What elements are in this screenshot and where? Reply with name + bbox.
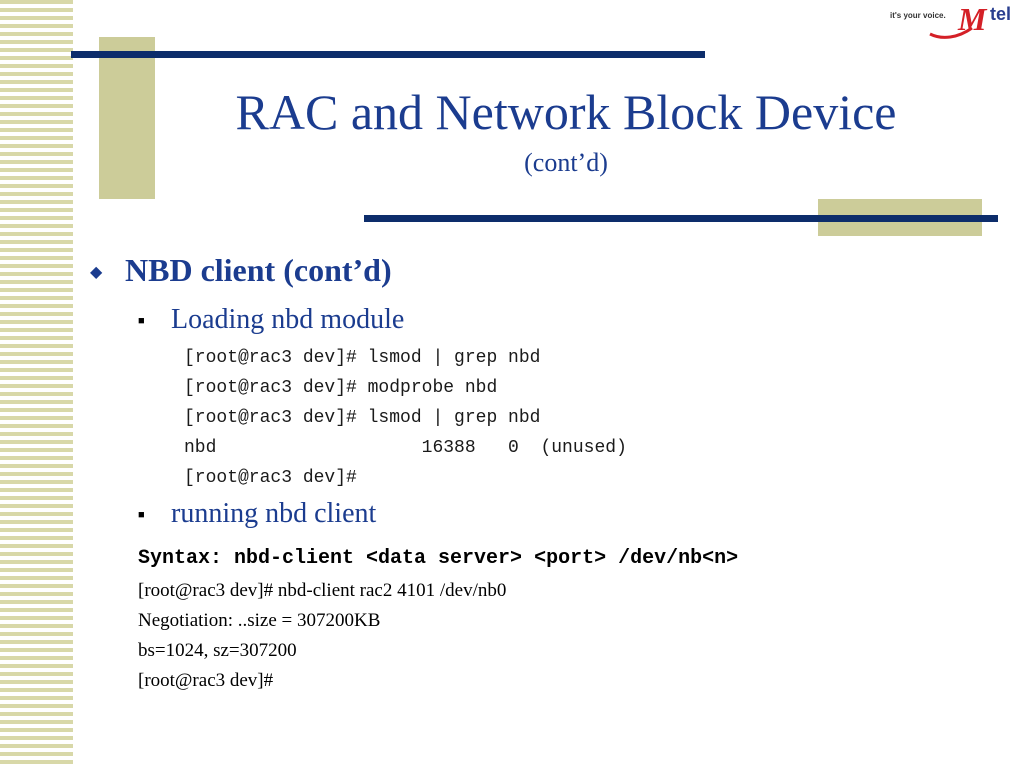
mtel-swoosh-icon: M (929, 1, 988, 39)
syntax-line: Syntax: nbd-client <data server> <port> … (138, 547, 739, 570)
decorative-line-top (71, 51, 705, 58)
logo-brand: tel (990, 4, 1012, 24)
logo-tagline: it's your voice. (890, 11, 946, 20)
code-line: [root@rac3 dev]# lsmod | grep nbd (184, 348, 541, 368)
diamond-bullet-icon: ◆ (90, 264, 103, 281)
bullet-label: running nbd client (171, 498, 377, 529)
bullet-label: Loading nbd module (171, 304, 405, 335)
bullet-nbd-client: ◆ NBD client (cont’d) (90, 252, 392, 289)
code-line: [root@rac3 dev]# (184, 468, 357, 488)
slide-title: RAC and Network Block Device (235, 84, 897, 140)
decorative-block-top (99, 37, 155, 199)
output-line: [root@rac3 dev]# nbd-client rac2 4101 /d… (138, 580, 507, 601)
output-line: bs=1024, sz=307200 (138, 640, 297, 661)
logo-brand-letter: M (957, 1, 988, 37)
code-line: [root@rac3 dev]# lsmod | grep nbd (184, 408, 541, 428)
output-line: Negotiation: ..size = 307200KB (138, 610, 381, 631)
slide-subtitle: (cont’d) (524, 148, 608, 177)
mtel-logo: it's your voice. M tel (888, 0, 1024, 44)
bullet-running-client: ■ running nbd client (138, 498, 376, 530)
code-line: [root@rac3 dev]# modprobe nbd (184, 378, 498, 398)
square-bullet-icon: ■ (138, 315, 145, 327)
output-line: [root@rac3 dev]# (138, 670, 274, 691)
bullet-loading-module: ■ Loading nbd module (138, 304, 404, 336)
left-striped-margin (0, 0, 73, 768)
bullet-label: NBD client (cont’d) (125, 252, 392, 288)
decorative-line-bottom (364, 215, 998, 222)
code-line: nbd 16388 0 (unused) (184, 438, 627, 458)
square-bullet-icon: ■ (138, 509, 145, 521)
